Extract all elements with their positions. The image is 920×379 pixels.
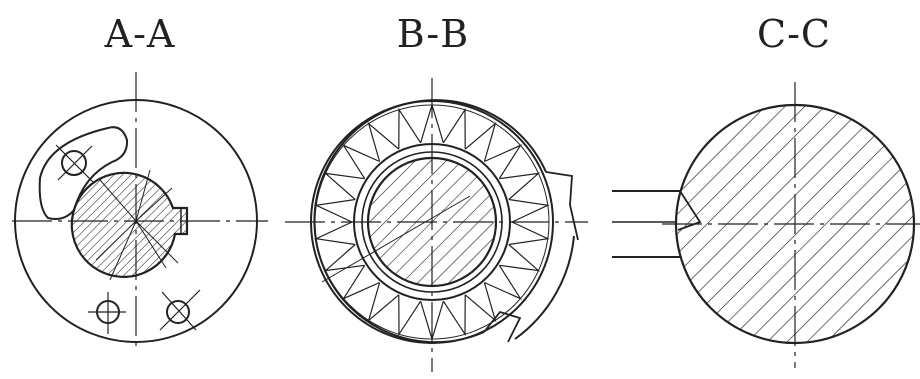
section-a-hatched-hub	[70, 171, 189, 278]
section-b-ring-inner	[361, 151, 503, 293]
section-a-view	[12, 72, 268, 352]
section-c-view	[612, 82, 920, 368]
section-c-flat-step	[677, 190, 702, 231]
section-b-notch-bottom	[483, 310, 522, 343]
section-b-label: B-B	[396, 12, 470, 56]
section-b-teeth	[314, 102, 550, 342]
section-b-view	[285, 78, 588, 372]
section-a-hole-3	[159, 289, 201, 331]
section-a-radial-lines	[95, 169, 179, 281]
section-a-hole-2	[88, 292, 126, 334]
section-b-hatched-shaft	[366, 156, 498, 288]
section-b-notch-top	[545, 171, 579, 241]
section-a-outer-circle	[14, 99, 258, 343]
section-b-outer-contour	[313, 99, 547, 344]
section-b-leader-line	[321, 195, 471, 283]
section-c-label: C-C	[757, 12, 831, 56]
section-a-hole-1	[55, 144, 94, 183]
section-a-label: A-A	[104, 12, 176, 56]
section-b-outer-contour-right	[514, 235, 575, 340]
section-b-teeth-ring-outer	[310, 100, 554, 344]
section-b-teeth-zigzag	[314, 102, 550, 342]
section-b-ring-outer	[353, 143, 511, 301]
